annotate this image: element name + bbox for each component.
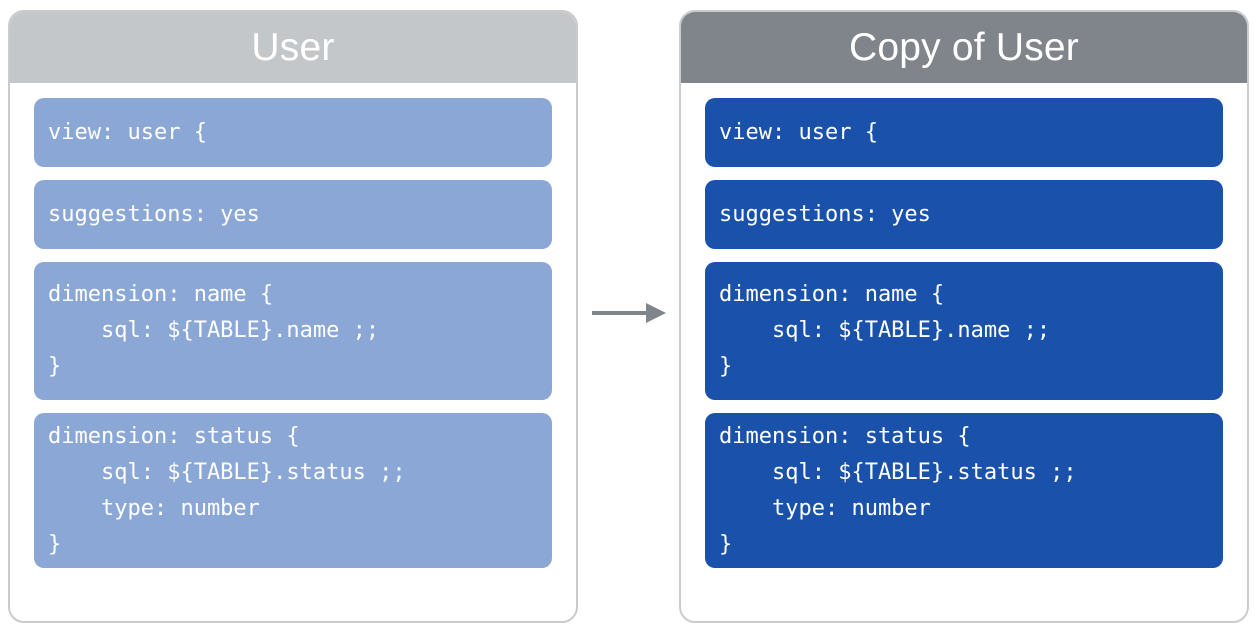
code-line: } bbox=[48, 531, 62, 557]
code-block-view-declaration: view: user { bbox=[705, 98, 1223, 167]
code-line: type: number bbox=[719, 495, 931, 521]
code-line: sql: ${TABLE}.name ;; bbox=[719, 318, 1051, 343]
code-line: suggestions: yes bbox=[719, 201, 931, 227]
code-line: dimension: status { bbox=[48, 423, 300, 449]
code-block-view-declaration: view: user { bbox=[34, 98, 552, 167]
code-line: dimension: name { bbox=[719, 282, 945, 307]
code-line: dimension: name { bbox=[48, 282, 274, 307]
arrow-right-icon bbox=[592, 295, 667, 331]
code-block-dimension-name: dimension: name { sql: ${TABLE}.name ;; … bbox=[705, 262, 1223, 400]
code-line: } bbox=[719, 531, 733, 557]
code-block-suggestions-parameter: suggestions: yes bbox=[705, 180, 1223, 249]
code-block-dimension-status: dimension: status { sql: ${TABLE}.status… bbox=[705, 413, 1223, 568]
code-block-dimension-name: dimension: name { sql: ${TABLE}.name ;; … bbox=[34, 262, 552, 400]
code-block-dimension-status: dimension: status { sql: ${TABLE}.status… bbox=[34, 413, 552, 568]
panel-source-view: User view: user { suggestions: yes dimen… bbox=[8, 10, 578, 623]
panel-copy-title: Copy of User bbox=[681, 12, 1247, 83]
panel-source-body: view: user { suggestions: yes dimension:… bbox=[10, 83, 576, 621]
panel-source-title: User bbox=[10, 12, 576, 83]
code-line: view: user { bbox=[48, 119, 207, 145]
code-line: sql: ${TABLE}.status ;; bbox=[719, 459, 1077, 485]
code-line: sql: ${TABLE}.status ;; bbox=[48, 459, 406, 485]
code-line: } bbox=[48, 354, 62, 379]
panel-copy-body: view: user { suggestions: yes dimension:… bbox=[681, 83, 1247, 621]
code-line: dimension: status { bbox=[719, 423, 971, 449]
code-line: } bbox=[719, 354, 733, 379]
code-line: sql: ${TABLE}.name ;; bbox=[48, 318, 380, 343]
code-line: view: user { bbox=[719, 119, 878, 145]
panel-copy-view: Copy of User view: user { suggestions: y… bbox=[679, 10, 1249, 623]
code-line: suggestions: yes bbox=[48, 201, 260, 227]
code-line: type: number bbox=[48, 495, 260, 521]
code-block-suggestions-parameter: suggestions: yes bbox=[34, 180, 552, 249]
